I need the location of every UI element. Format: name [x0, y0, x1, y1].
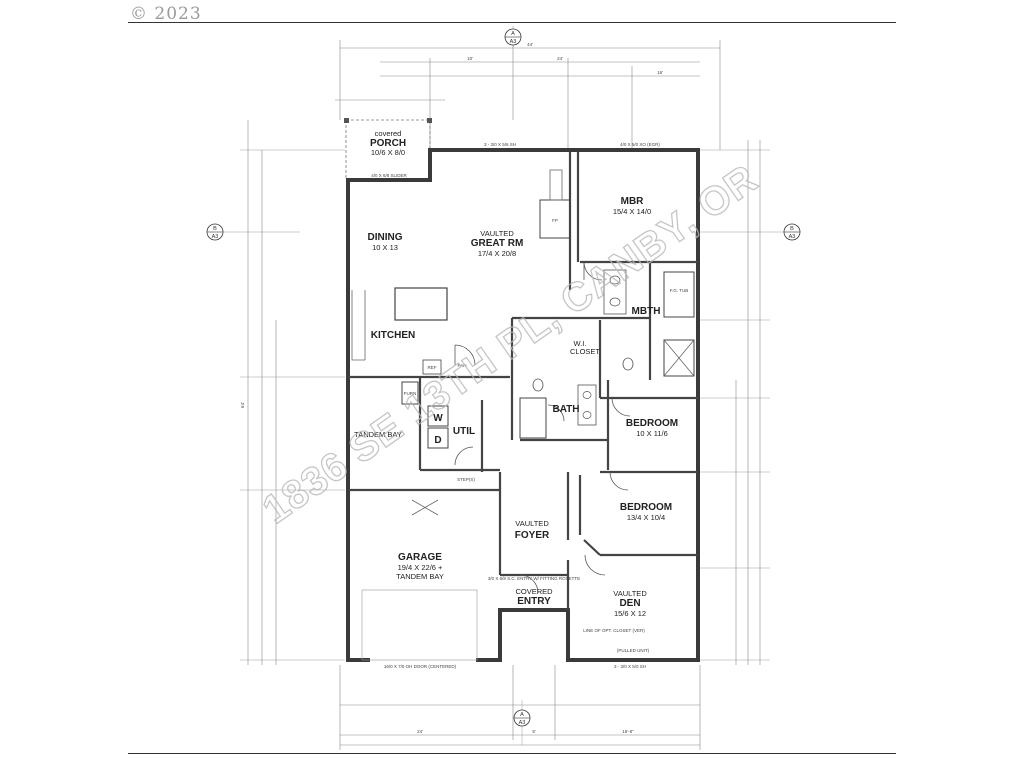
room-labels: covered PORCH 10/6 X 8/0 DINING 10 X 13 …: [354, 129, 678, 618]
svg-text:B: B: [790, 226, 794, 232]
section-marker-bottom: A A3: [513, 700, 531, 745]
ref-label: REF: [428, 365, 437, 370]
copyright-notice: © 2023: [130, 4, 202, 24]
porch-name: PORCH: [370, 138, 406, 149]
tandem-bay-label: TANDEM BAY: [354, 430, 402, 439]
entry-door-callout: 3/0 X 6/8 S.C. ENTRY W/ FITTING ROSETTE: [488, 576, 580, 581]
tub-label: F.G. TUB: [670, 288, 688, 293]
dim-top-seg-1: 10': [467, 56, 473, 61]
mbr-name: MBR: [621, 196, 645, 207]
entry-name: ENTRY: [517, 596, 551, 607]
washer-label: W: [433, 413, 443, 424]
den-name: DEN: [619, 598, 640, 609]
side-dimension-lines: 64': [240, 120, 770, 665]
top-dimension-lines: 44' 10' 24' 16': [335, 40, 721, 150]
mbr-window-callout: 4/0 X 5/0 XO (EGR): [620, 142, 660, 147]
svg-text:A3: A3: [519, 720, 526, 726]
fixtures: FP F.G. TUB W D FURN REF PAN STEP(S): [361, 169, 695, 661]
den-prefix: VAULTED: [613, 589, 647, 598]
foyer-prefix: VAULTED: [515, 519, 549, 528]
bedroom-1-dims: 10 X 11/6: [636, 429, 668, 438]
pantry-label: PAN: [458, 363, 467, 368]
svg-text:B: B: [213, 226, 217, 232]
util-name: UTIL: [453, 426, 475, 437]
svg-text:A3: A3: [789, 234, 796, 240]
dim-bottom-seg-1: 24': [417, 729, 423, 734]
great-room-dims: 17/4 X 20/8: [478, 249, 516, 258]
dim-overall-width: 44': [527, 42, 533, 47]
bedroom-2-dims: 13/4 X 10/4: [627, 513, 665, 522]
svg-text:A3: A3: [510, 39, 517, 45]
den-window-callout: 3 - 3/0 X 5/0 SH: [614, 664, 646, 669]
entry-prefix: COVERED: [515, 587, 553, 596]
svg-text:A: A: [511, 31, 515, 37]
bottom-rule: [128, 753, 896, 754]
kitchen-name: KITCHEN: [371, 330, 415, 341]
foyer-name: FOYER: [515, 530, 550, 541]
exterior-walls: [346, 148, 700, 662]
closet-name: CLOSET: [570, 347, 600, 356]
den-dims: 15/6 X 12: [614, 609, 646, 618]
dim-bottom-seg-2: 5': [532, 729, 536, 734]
svg-text:A3: A3: [212, 234, 219, 240]
porch-prefix: covered: [375, 129, 402, 138]
fireplace-label: FP: [552, 218, 558, 223]
doors: [454, 261, 631, 594]
dining-dims: 10 X 13: [372, 243, 398, 252]
dim-overall-depth: 64': [240, 402, 245, 408]
section-marker-right: B A3: [700, 223, 801, 241]
garage-suffix: TANDEM BAY: [396, 572, 444, 581]
great-room-prefix: VAULTED: [480, 229, 514, 238]
mbr-dims: 15/4 X 14/0: [613, 207, 651, 216]
mbth-name: MBTH: [632, 306, 661, 317]
closet-prefix: W.I.: [574, 339, 587, 348]
callouts: 4/0 X 6/8 SLIDER 3 - 3/0 X 5/6 SH 4/0 X …: [371, 142, 660, 669]
bath-name: BATH: [552, 404, 579, 415]
address-watermark: 1836 SE 13TH PL, CANBY, OR: [255, 156, 766, 532]
dryer-label: D: [434, 435, 441, 446]
slider-callout: 4/0 X 6/8 SLIDER: [371, 173, 407, 178]
porch-dims: 10/6 X 8/0: [371, 148, 405, 157]
dim-top-seg-3: 16': [657, 70, 663, 75]
den-note-callout: (PULLED UNIT): [617, 648, 650, 653]
svg-text:A: A: [520, 712, 524, 718]
garage-door-callout: 16/0 X 7/0 OH DOOR (CENTERED): [384, 664, 457, 669]
garage-name: GARAGE: [398, 552, 442, 563]
furnace-label: FURN: [404, 391, 417, 396]
section-marker-left: B A3: [206, 223, 300, 241]
interior-walls: [348, 152, 698, 610]
dim-bottom-seg-3: 16'-8": [622, 729, 634, 734]
bedroom-2-name: BEDROOM: [620, 502, 672, 513]
great-room-name: GREAT RM: [471, 238, 524, 249]
dim-top-seg-2: 24': [557, 56, 563, 61]
bottom-dimension-lines: 24' 5' 16'-8": [339, 665, 701, 750]
great-room-window-callout: 3 - 3/0 X 5/6 SH: [484, 142, 516, 147]
section-marker-top: A A3: [504, 26, 522, 48]
garage-dims: 19/4 X 22/6 +: [398, 563, 443, 572]
top-rule: [128, 22, 896, 23]
steps-label: STEP(S): [457, 477, 475, 482]
dining-name: DINING: [368, 232, 403, 243]
bedroom-1-name: BEDROOM: [626, 418, 678, 429]
den-closet-callout: LINE OF OPT. CLOSET (VER): [583, 628, 645, 633]
